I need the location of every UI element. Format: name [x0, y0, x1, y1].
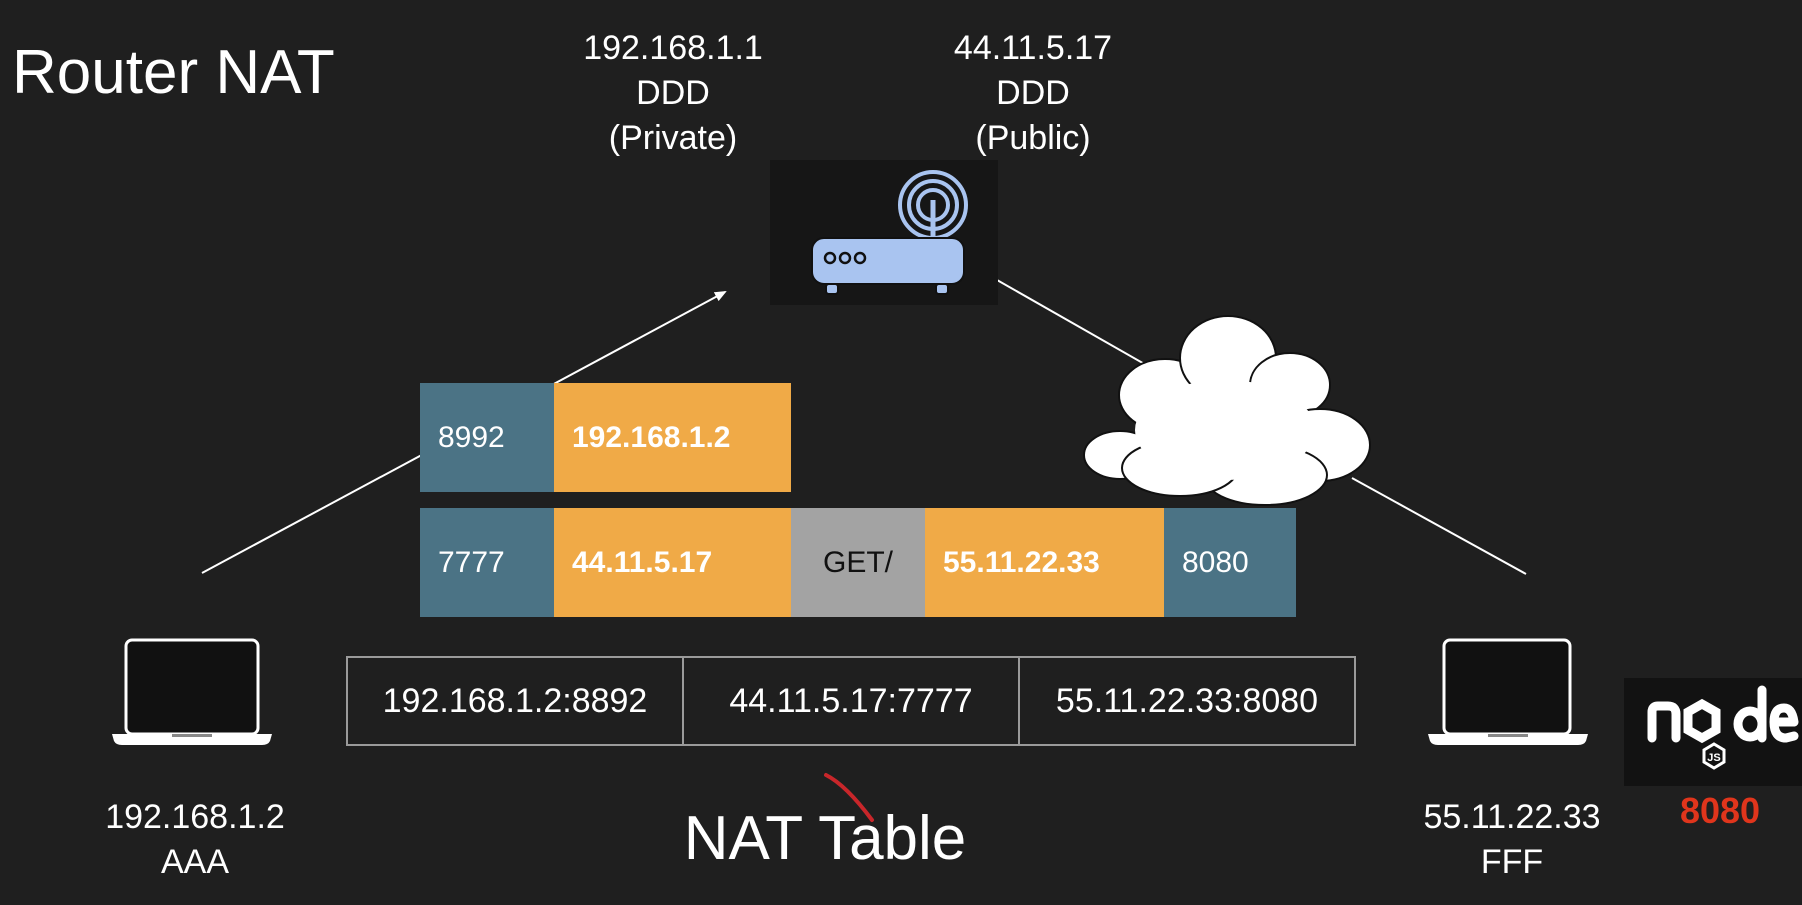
router-public-kind: (Public)	[975, 119, 1091, 157]
nat-table-caption: NAT Table	[683, 804, 967, 873]
router-to-cloud-line	[989, 275, 1149, 367]
client-laptop-icon	[112, 638, 272, 745]
router-private-label: 192.168.1.1 DDD (Private)	[548, 26, 798, 161]
nat-table: 192.168.1.2:8892 44.11.5.17:7777 55.11.2…	[346, 656, 1356, 746]
pen-mark-icon	[824, 773, 874, 822]
cloud-to-server-line	[1351, 477, 1527, 575]
translated-dst-port-cell: 8080	[1164, 508, 1296, 617]
nat-table-cell-destination: 55.11.22.33:8080	[1055, 681, 1319, 720]
nat-table-cell-private: 192.168.1.2:8892	[348, 658, 684, 744]
client-label: 192.168.1.2 AAA	[60, 795, 330, 885]
router-public-label: 44.11.5.17 DDD (Public)	[918, 26, 1148, 161]
nodejs-logo-icon: JS	[1624, 678, 1802, 786]
router-public-name: DDD	[996, 74, 1070, 112]
translated-dst-ip-cell: 55.11.22.33	[925, 508, 1164, 617]
nat-table-cell-public: 44.11.5.17:7777	[684, 658, 1020, 744]
page-title: Router NAT	[12, 38, 335, 107]
svg-text:JS: JS	[1707, 752, 1720, 764]
client-ip: 192.168.1.2	[105, 798, 285, 836]
translated-src-port-cell: 7777	[420, 508, 554, 617]
request-method-cell: GET/	[791, 508, 925, 617]
cloud-icon	[1083, 315, 1371, 506]
server-label: 55.11.22.33 FFF	[1392, 795, 1632, 885]
server-laptop-icon	[1428, 638, 1588, 745]
server-ip: 55.11.22.33	[1423, 798, 1601, 836]
original-ip-cell: 192.168.1.2	[554, 383, 791, 492]
router-icon	[770, 160, 998, 305]
server-port-label: 8080	[1679, 790, 1761, 831]
router-private-kind: (Private)	[608, 119, 738, 157]
server-name: FFF	[1480, 843, 1544, 881]
router-private-name: DDD	[636, 74, 710, 112]
router-public-ip: 44.11.5.17	[953, 29, 1113, 67]
router-private-ip: 192.168.1.1	[583, 29, 763, 67]
original-port-cell: 8992	[420, 383, 554, 492]
client-name: AAA	[160, 843, 230, 881]
translated-src-ip-cell: 44.11.5.17	[554, 508, 791, 617]
